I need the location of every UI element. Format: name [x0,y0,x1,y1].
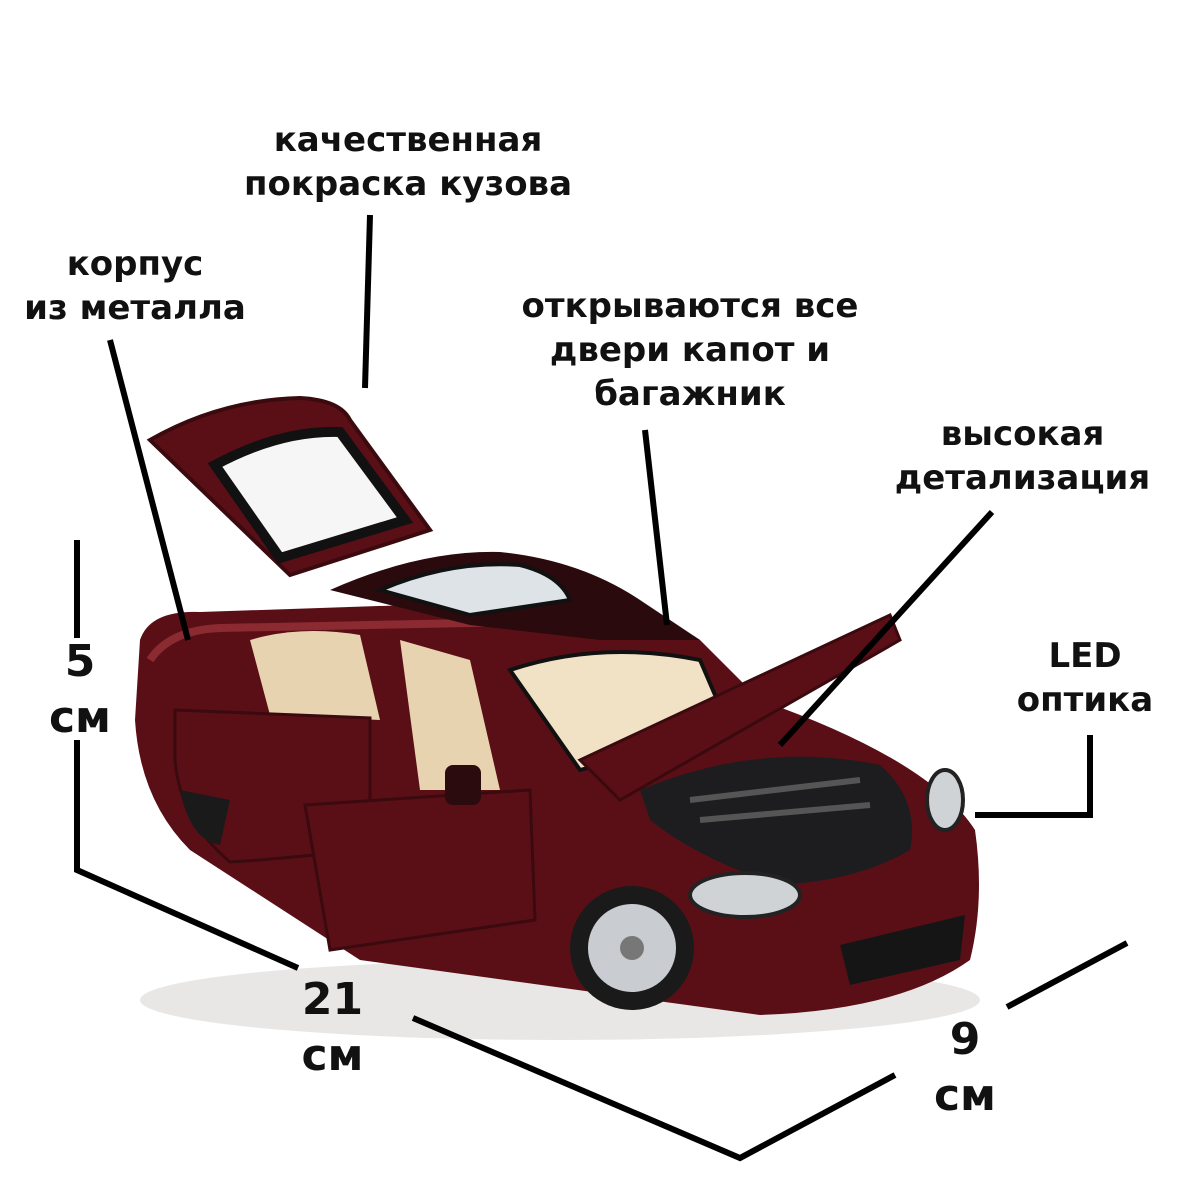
led-pointer [975,735,1093,818]
body-pointer [107,339,191,641]
paint-pointer [362,214,373,389]
label-opening-doors: открываются все двери капот и багажник [521,286,859,414]
label-led: LED оптика [1016,636,1154,720]
length-width-line [411,1015,897,1162]
toy-car [135,395,980,1040]
length-line-left [74,740,300,971]
label-metal-body: корпус из металла [24,244,246,328]
doors-pointer [642,429,670,626]
label-paint: качественная покраска кузова [243,120,573,204]
label-detail: высокая детализация [894,414,1151,498]
dimension-lines [74,540,1129,1162]
callout-lines [107,214,1093,818]
detail-pointer [777,509,995,748]
width-line-right [1005,940,1129,1010]
length-dimension: 21 см [301,974,364,1081]
width-dimension: 9 см [933,1014,997,1121]
height-dimension: 5 см [48,636,112,743]
